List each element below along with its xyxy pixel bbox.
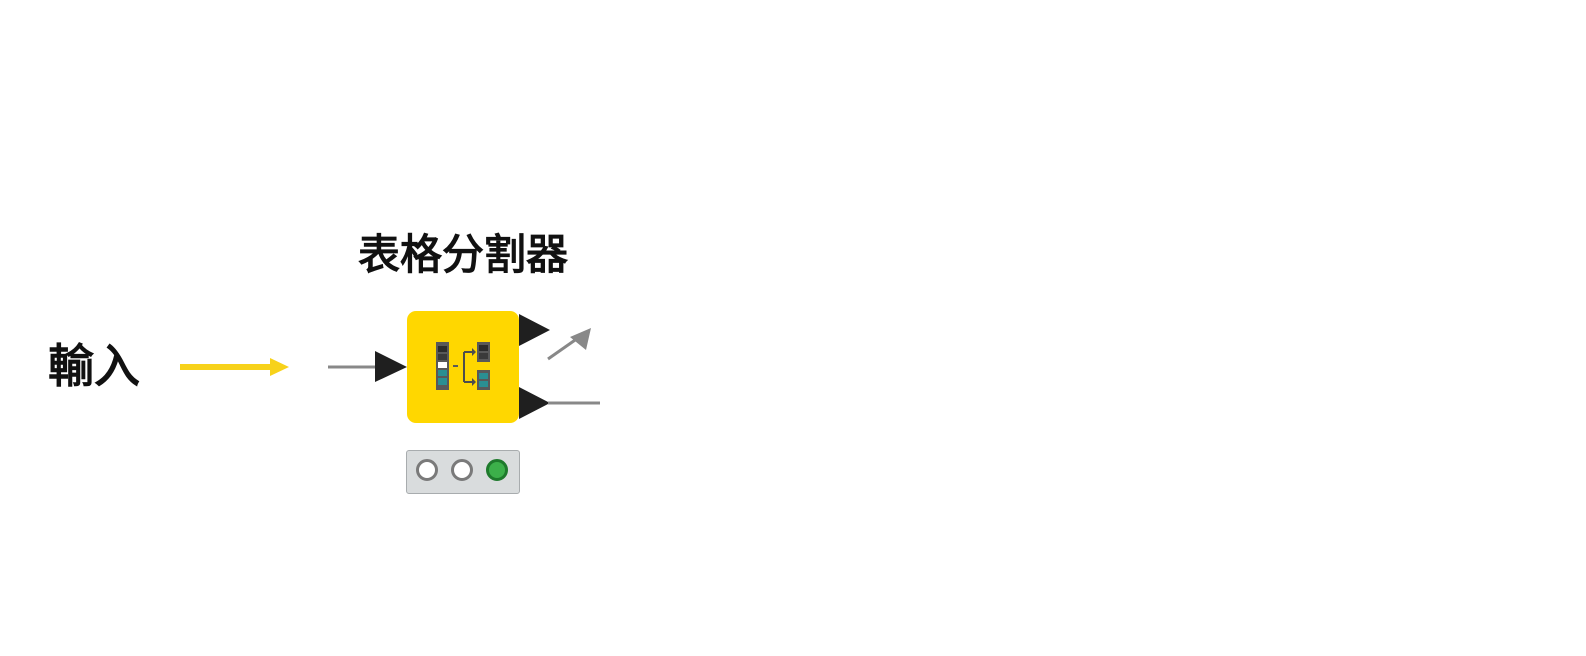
input-port[interactable] xyxy=(375,351,407,382)
table-splitter-icon xyxy=(436,342,490,390)
output-port-bottom[interactable] xyxy=(519,387,550,419)
outgoing-arrow xyxy=(547,328,591,361)
output-port-top[interactable] xyxy=(519,314,550,346)
node-status-indicator xyxy=(406,450,520,494)
node-title: 表格分割器 xyxy=(357,230,568,279)
status-light-green xyxy=(486,459,508,481)
status-light-red xyxy=(416,459,438,481)
input-arrow xyxy=(180,358,289,376)
status-light-yellow xyxy=(451,459,473,481)
input-label: 輸入 xyxy=(48,339,140,393)
